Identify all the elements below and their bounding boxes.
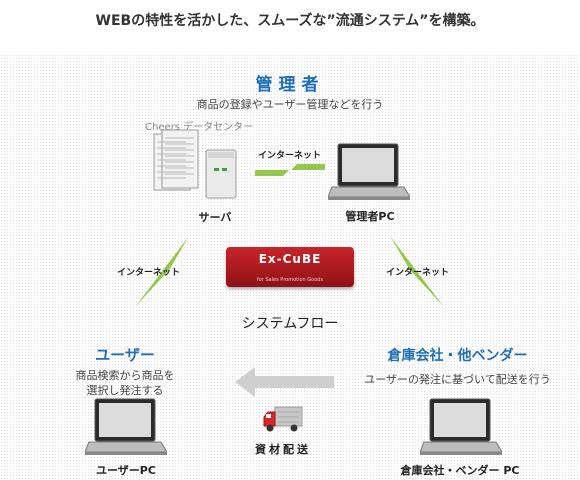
user-description: 商品検索から商品を 選択し発注する (55, 368, 195, 398)
right-network-arrow (390, 236, 444, 307)
system-flow-label: システムフロー (241, 316, 339, 332)
vendor-description: ユーザーの発注に基づいて配送を行う (364, 373, 551, 386)
delivery-truck-icon (263, 406, 303, 432)
user-pc-icon (85, 398, 167, 455)
logo-text: Ex-CuBE (258, 252, 322, 266)
server-label: サーバ (198, 211, 232, 224)
excube-logo-badge: Ex-CuBE for Sales Promotion Goods (226, 247, 354, 287)
delivery-arrow (235, 367, 334, 397)
datacenter-label: Cheers データセンター (145, 122, 254, 133)
page-headline: WEBの特性を活かした、スムーズな”流通システム”を構築。 (0, 10, 580, 36)
admin-title: 管理者 (255, 75, 325, 95)
delivery-label: 資材配送 (255, 443, 311, 456)
vendor-pc-label: 倉庫会社・ベンダー PC (400, 464, 520, 477)
user-description-line2: 選択し発注する (86, 384, 164, 397)
right-network-label: インターネット (386, 268, 450, 278)
server-icon (153, 129, 237, 199)
logo-subtitle: for Sales Promotion Goods (256, 277, 324, 283)
user-pc-label: ユーザーPC (96, 464, 156, 477)
top-network-label: インターネット (258, 151, 322, 161)
admin-pc-label: 管理者PC (345, 210, 395, 223)
admin-description: 商品の登録やユーザー管理などを行う (196, 98, 384, 111)
left-network-arrow (135, 236, 189, 307)
admin-pc-icon (328, 143, 410, 200)
top-network-arrow (255, 164, 325, 176)
user-title: ユーザー (95, 346, 155, 364)
vendor-title: 倉庫会社・他ベンダー (387, 348, 528, 364)
left-network-label: インターネット (117, 268, 181, 278)
user-description-line1: 商品検索から商品を (75, 369, 175, 382)
vendor-pc-icon (420, 398, 502, 455)
